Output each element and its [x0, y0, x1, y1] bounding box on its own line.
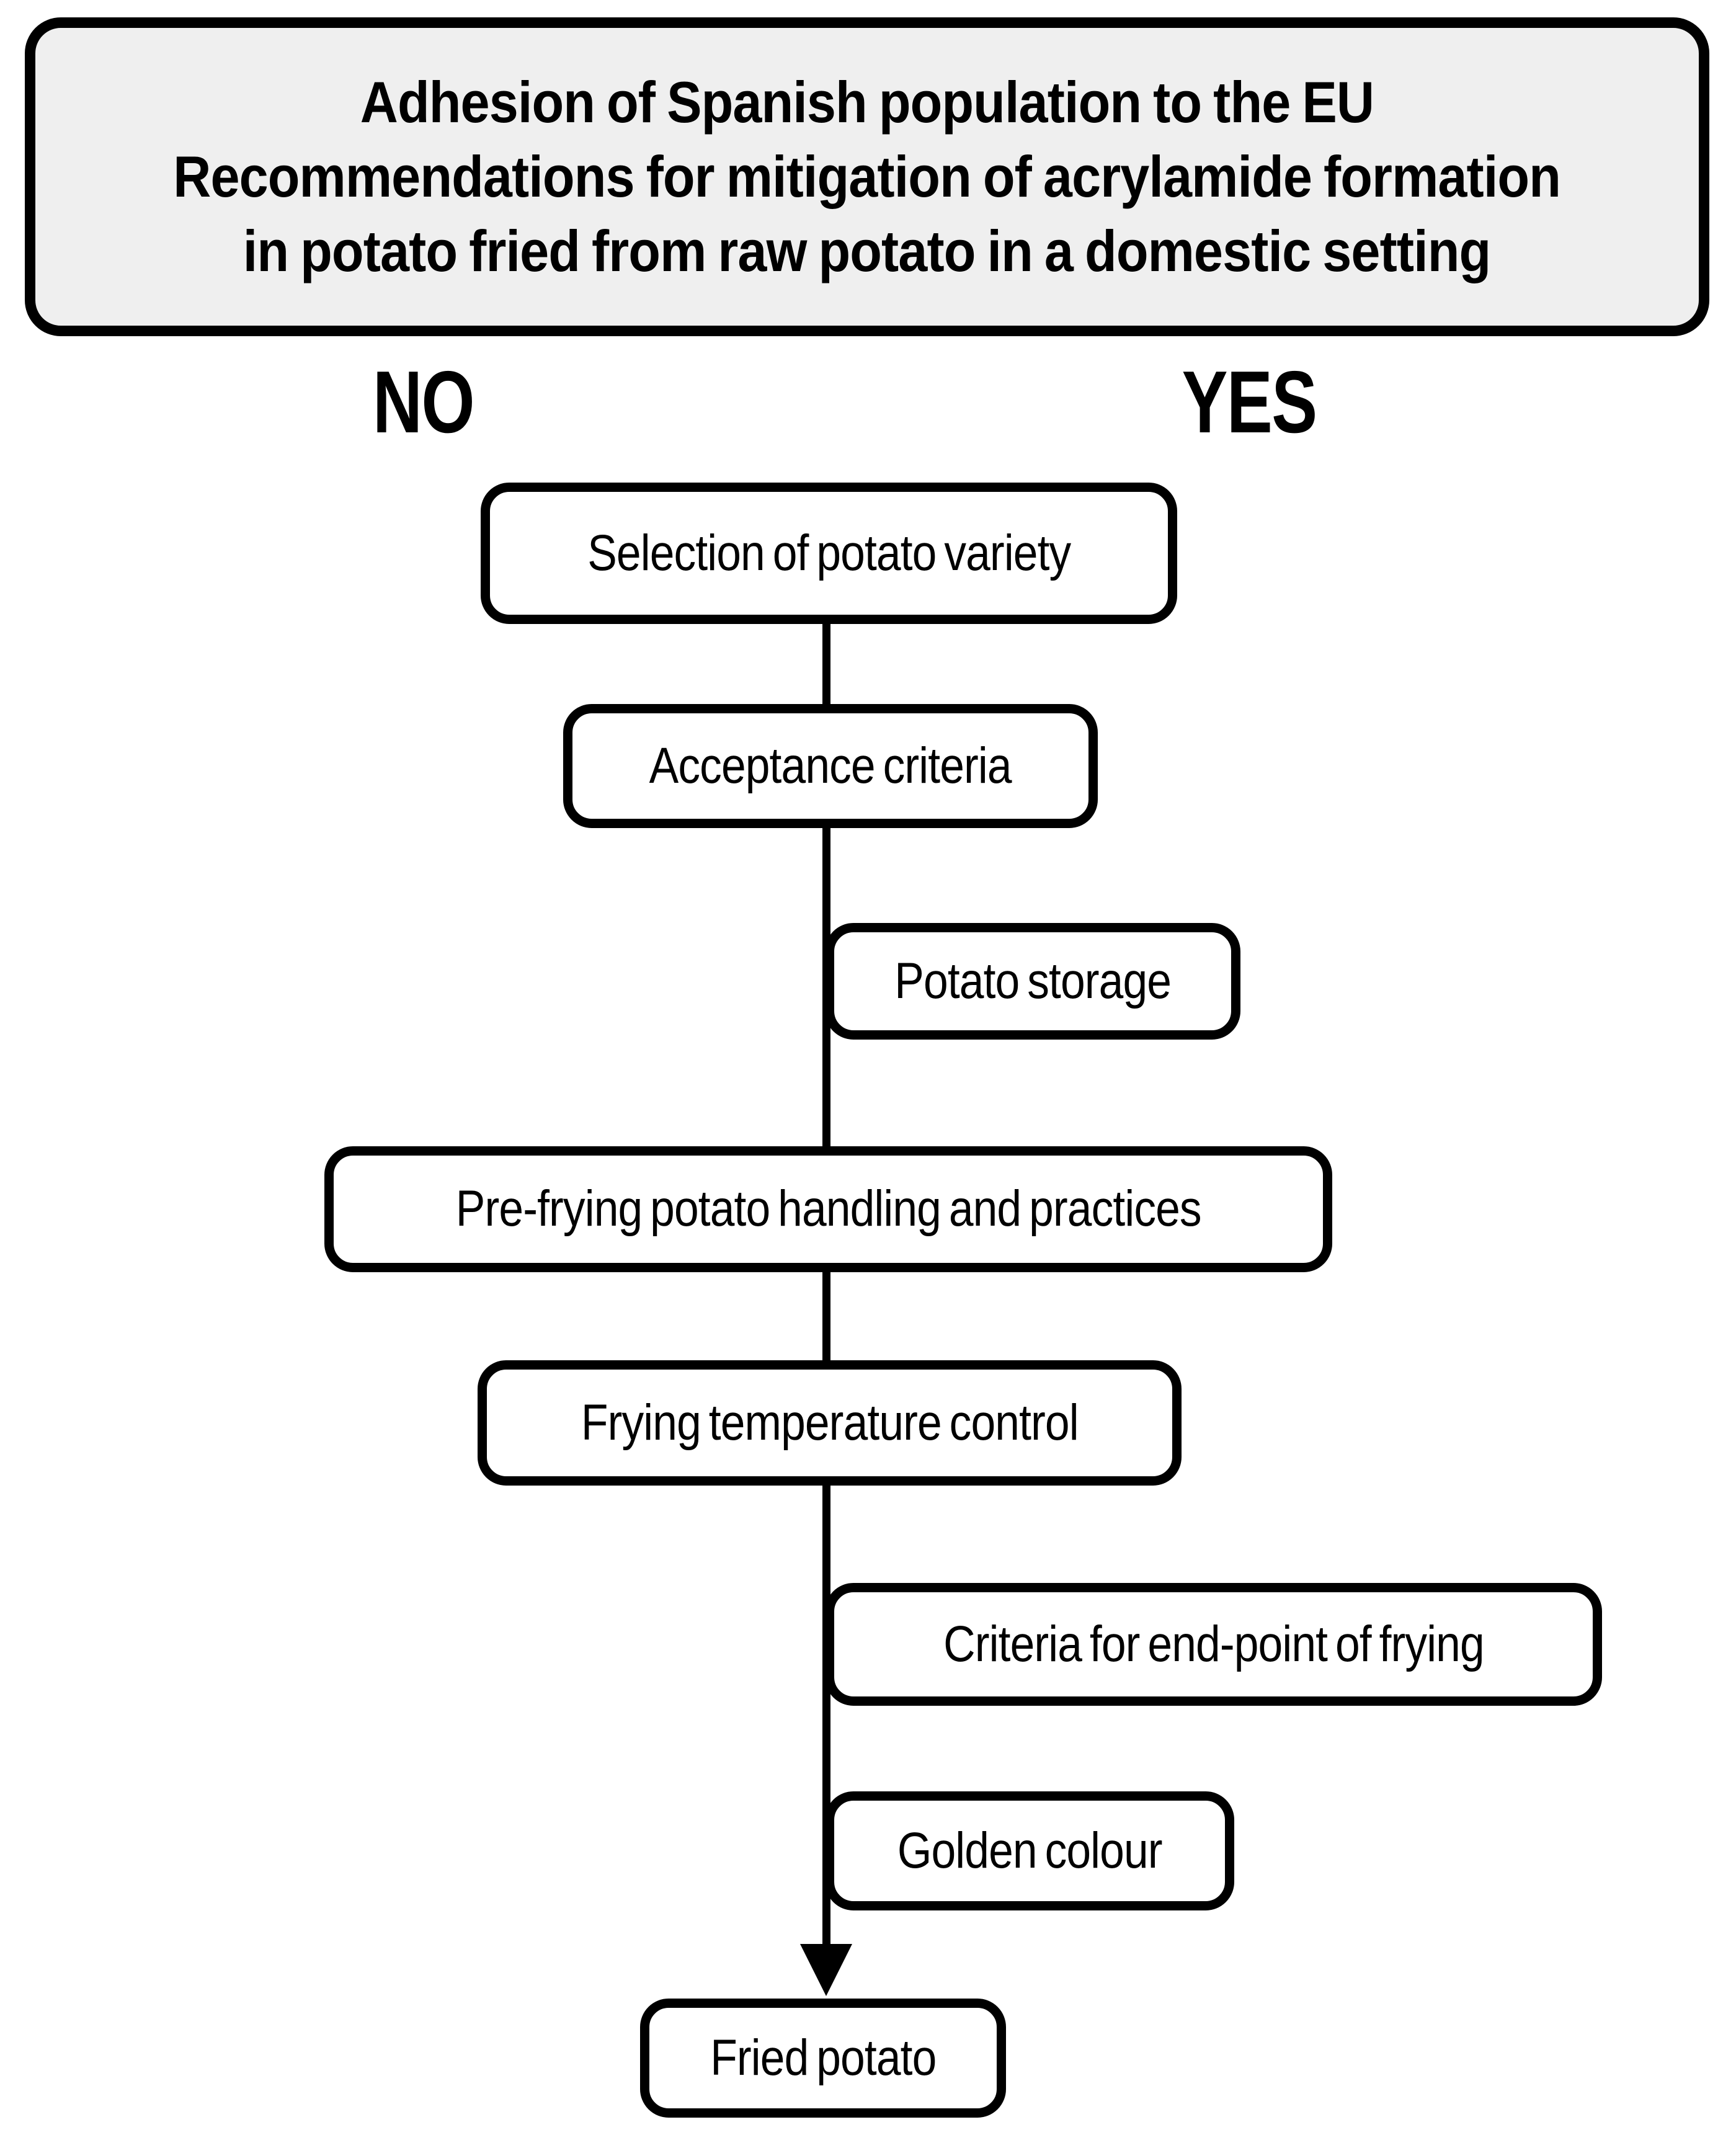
- title-line-3: in potato fried from raw potato in a dom…: [174, 214, 1560, 288]
- flow-node-frying-temperature-control: Frying temperature control: [478, 1360, 1182, 1486]
- flow-node-potato-storage: Potato storage: [825, 923, 1240, 1040]
- axis-label-no-text: NO: [372, 353, 474, 452]
- title-text-2: Recommendations for mitigation of acryla…: [173, 144, 1562, 209]
- flow-node-label: Frying temperature control: [581, 1394, 1079, 1451]
- flow-node-fried-potato: Fried potato: [640, 1999, 1006, 2118]
- axis-label-yes-text: YES: [1182, 353, 1318, 452]
- flow-node-label: Acceptance criteria: [649, 737, 1012, 794]
- flow-node-selection-of-potato-variety: Selection of potato variety: [481, 483, 1177, 624]
- flow-node-label: Fried potato: [710, 2029, 937, 2086]
- flow-node-label: Golden colour: [897, 1822, 1163, 1879]
- flow-node-label: Selection of potato variety: [587, 524, 1071, 581]
- axis-label-yes: YES: [1119, 359, 1379, 447]
- title-box: Adhesion of Spanish population to the EU…: [25, 17, 1709, 336]
- flow-node-label: Potato storage: [894, 952, 1172, 1009]
- flow-node-label: Pre-frying potato handling and practices: [455, 1180, 1202, 1237]
- title-text-3: in potato fried from raw potato in a dom…: [243, 218, 1491, 283]
- flow-node-acceptance-criteria: Acceptance criteria: [563, 704, 1098, 828]
- flow-node-golden-colour: Golden colour: [825, 1791, 1234, 1910]
- flow-node-criteria-end-point-of-frying: Criteria for end-point of frying: [825, 1583, 1602, 1706]
- title-text-1: Adhesion of Spanish population to the EU: [360, 69, 1374, 135]
- arrowhead-icon: [800, 1944, 852, 1996]
- axis-label-no: NO: [293, 359, 553, 447]
- flow-node-pre-frying-handling: Pre-frying potato handling and practices: [324, 1146, 1332, 1272]
- title-line-1: Adhesion of Spanish population to the EU: [304, 65, 1430, 140]
- flow-node-label: Criteria for end-point of frying: [943, 1615, 1485, 1672]
- title-line-2: Recommendations for mitigation of acryla…: [96, 140, 1637, 214]
